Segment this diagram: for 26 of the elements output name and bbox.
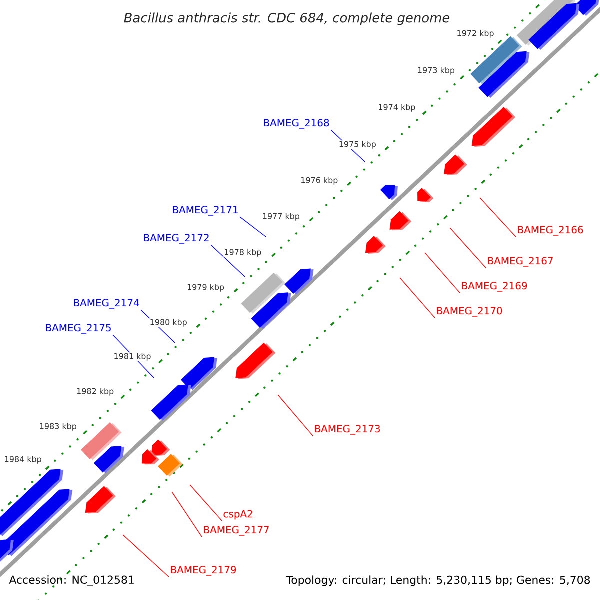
gene-label: BAMEG_2175 bbox=[46, 324, 111, 334]
gene-label: BAMEG_2171 bbox=[173, 206, 238, 216]
gene-label: BAMEG_2177 bbox=[204, 526, 269, 536]
title: Bacillus anthracis str. CDC 684, complete genome bbox=[124, 12, 450, 26]
leader-line bbox=[190, 484, 222, 522]
leader-line bbox=[172, 492, 202, 538]
footer-text: Topology: circular; Length: 5,230,115 bp; Genes: 5,708 bbox=[286, 576, 590, 586]
leader-line bbox=[450, 228, 486, 268]
gene-label: BAMEG_2166 bbox=[518, 226, 584, 236]
leader-line bbox=[400, 278, 436, 318]
gene-label: BAMEG_2179 bbox=[171, 566, 236, 576]
gene-label: BAMEG_2170 bbox=[437, 307, 502, 317]
gene-label: BAMEG_2173 bbox=[315, 425, 380, 435]
leader-line bbox=[424, 252, 460, 294]
leader-line bbox=[278, 394, 314, 436]
footer-text: Accession: NC_012581 bbox=[9, 576, 134, 586]
leader-line bbox=[240, 216, 266, 238]
gene-label: BAMEG_2167 bbox=[488, 257, 553, 267]
leader-line bbox=[210, 244, 246, 278]
gene-label: BAMEG_2172 bbox=[144, 234, 209, 244]
gene-label: cspA2 bbox=[224, 510, 252, 520]
gene-label: BAMEG_2168 bbox=[264, 119, 330, 129]
gene-label: BAMEG_2174 bbox=[74, 299, 140, 309]
leader-line bbox=[480, 198, 516, 238]
leader-line bbox=[122, 534, 170, 578]
gene-label: BAMEG_2169 bbox=[462, 282, 528, 292]
